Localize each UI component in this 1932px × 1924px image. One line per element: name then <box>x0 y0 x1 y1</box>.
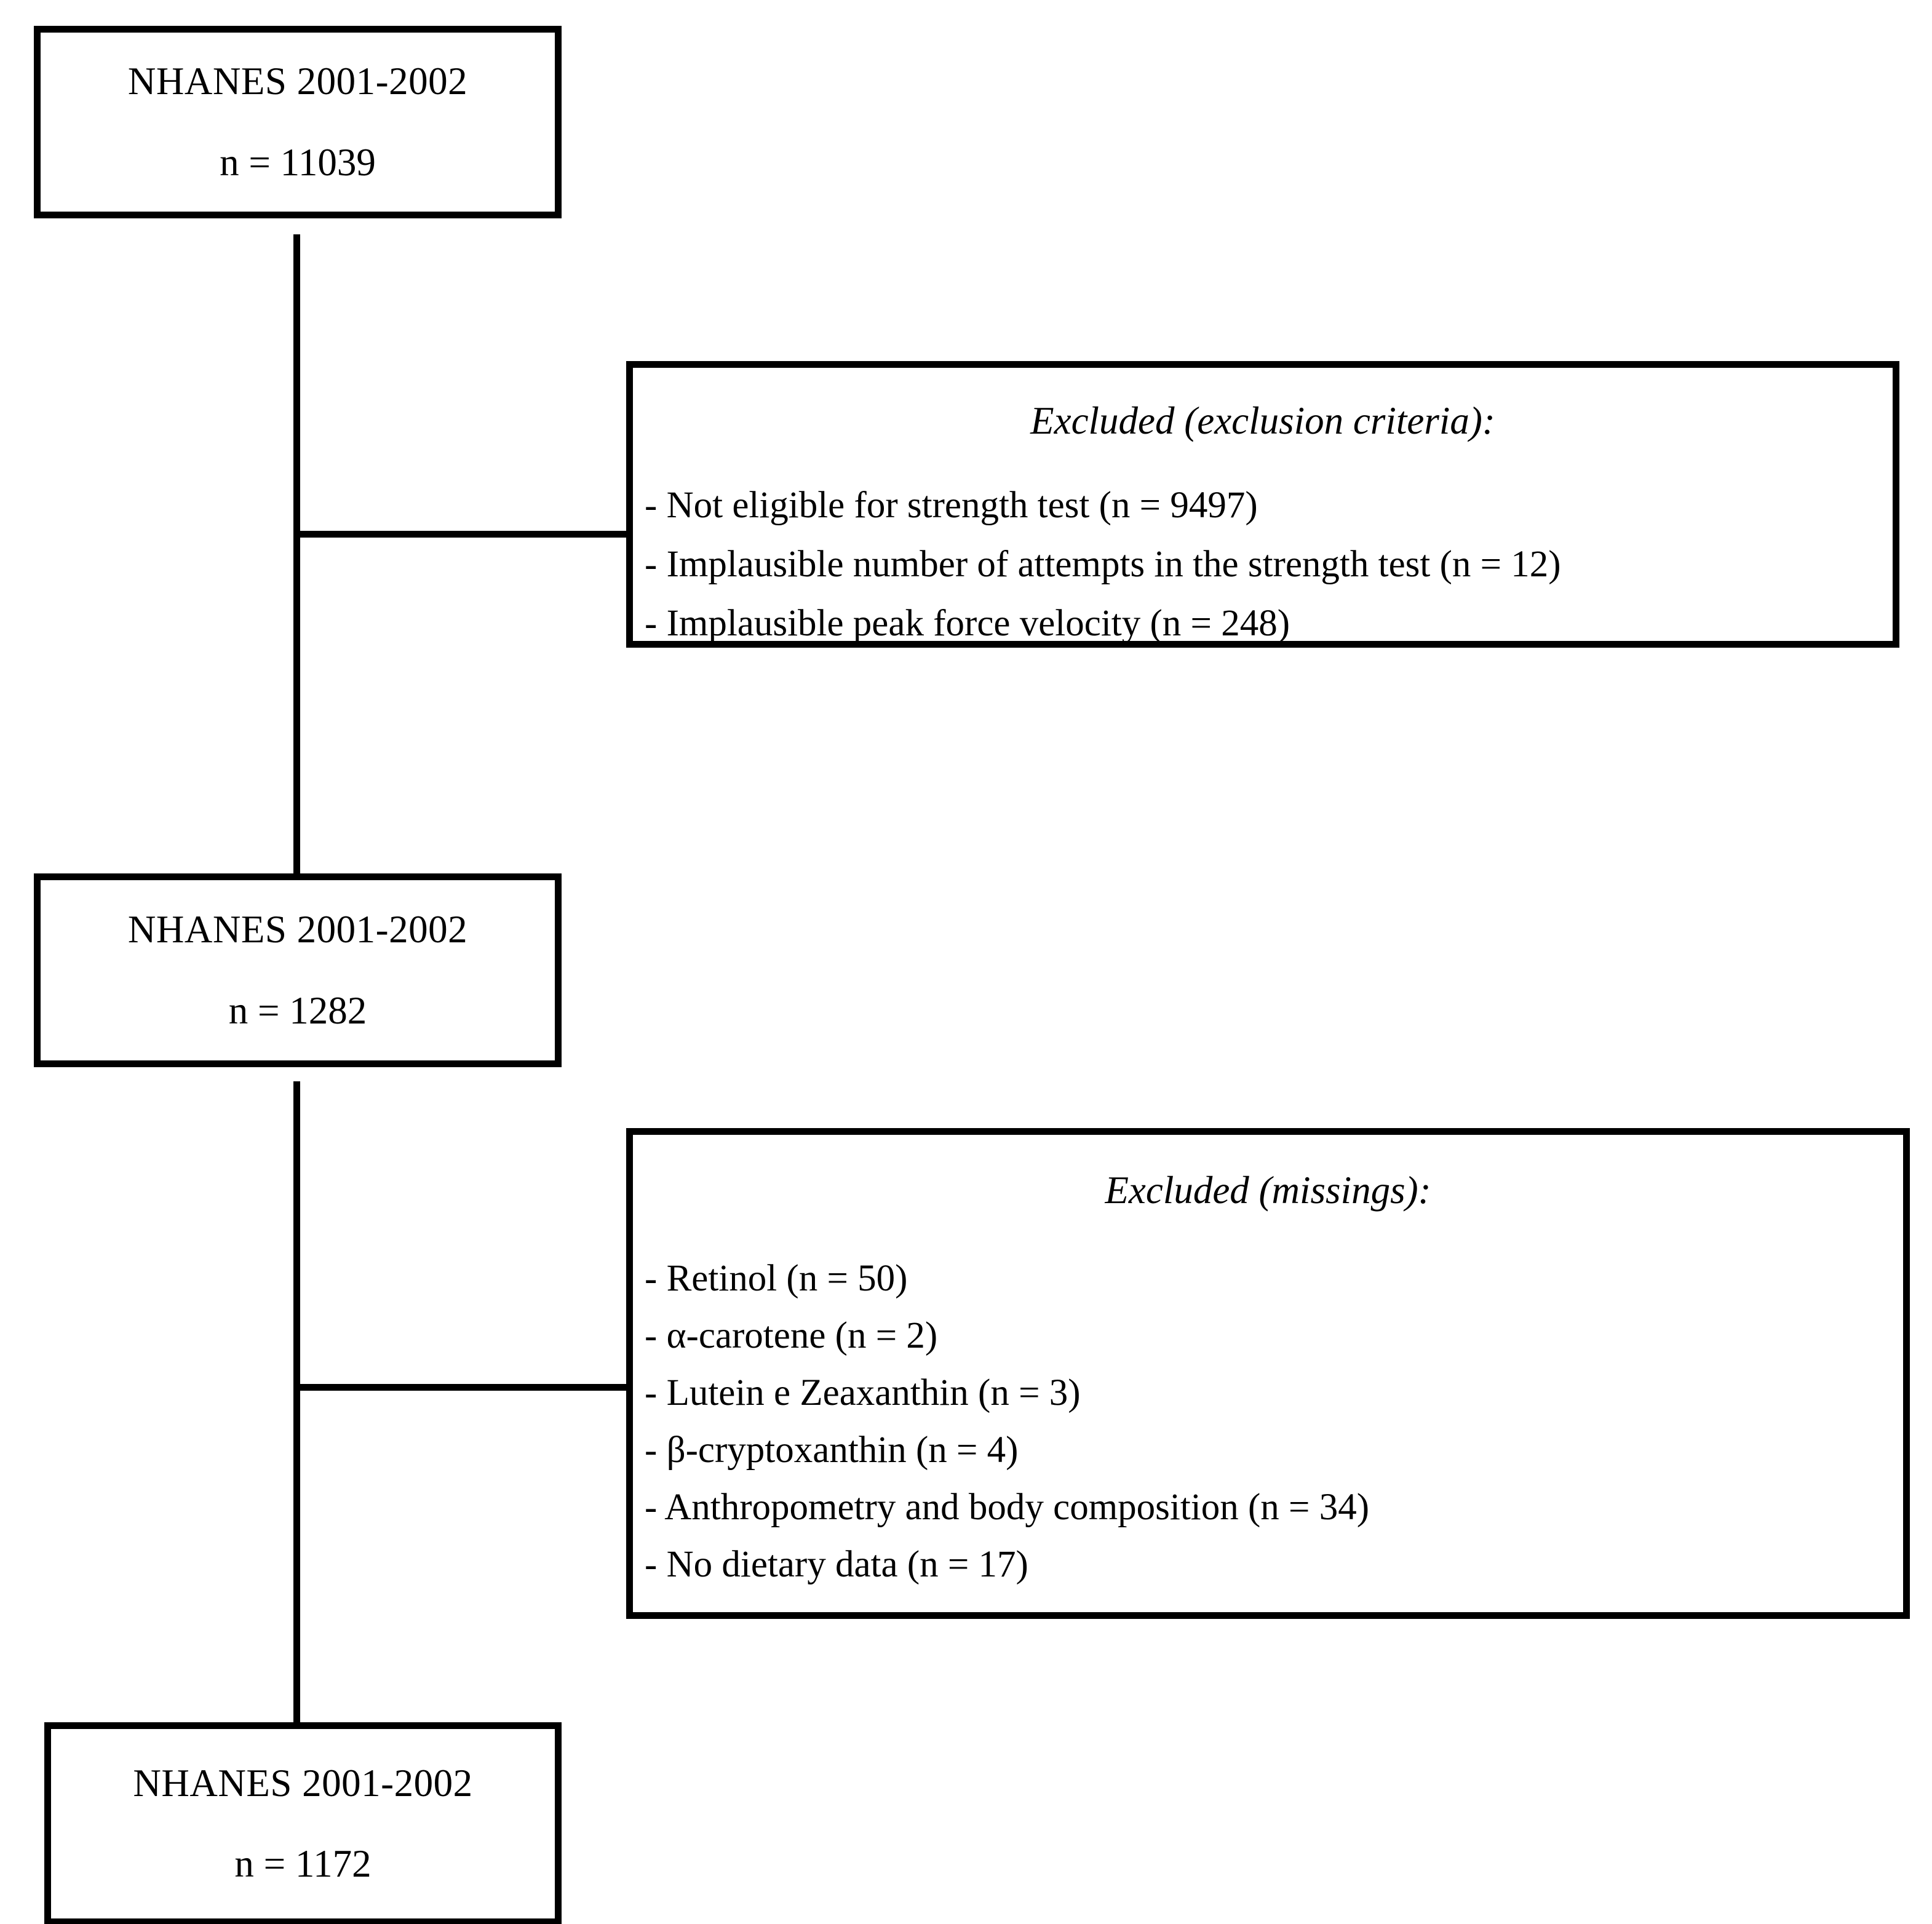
exclusion-criteria-item: - Implausible number of attempts in the … <box>645 544 1561 586</box>
exclusion-missings-item: - Retinol (n = 50) <box>645 1258 908 1300</box>
cohort-box-after-criteria: NHANES 2001-2002 n = 1282 <box>34 873 562 1067</box>
connector-vertical-initial-to-second <box>293 234 300 875</box>
cohort-final-title: NHANES 2001-2002 <box>133 1761 473 1805</box>
exclusion-box-missings: Excluded (missings): - Retinol (n = 50) … <box>626 1128 1910 1619</box>
cohort-after-criteria-title: NHANES 2001-2002 <box>127 908 468 952</box>
exclusion-criteria-item: - Not eligible for strength test (n = 94… <box>645 485 1258 527</box>
exclusion-missings-list: - Retinol (n = 50) - α-carotene (n = 2) … <box>633 1260 1903 1583</box>
exclusion-criteria-list: - Not eligible for strength test (n = 94… <box>633 485 1893 645</box>
exclusion-missings-item: - α-carotene (n = 2) <box>645 1315 938 1357</box>
exclusion-missings-item: - Lutein e Zeaxanthin (n = 3) <box>645 1372 1081 1414</box>
exclusion-criteria-heading: Excluded (exclusion criteria): <box>1030 399 1495 442</box>
cohort-box-initial: NHANES 2001-2002 n = 11039 <box>34 26 562 218</box>
cohort-initial-title: NHANES 2001-2002 <box>127 60 468 103</box>
cohort-after-criteria-count: n = 1282 <box>228 988 367 1032</box>
exclusion-criteria-item: - Implausible peak force velocity (n = 2… <box>645 603 1290 645</box>
connector-branch-to-exclusion-missings <box>293 1384 629 1391</box>
exclusion-box-criteria: Excluded (exclusion criteria): - Not eli… <box>626 361 1899 648</box>
exclusion-missings-heading: Excluded (missings): <box>1105 1169 1431 1212</box>
cohort-box-final: NHANES 2001-2002 n = 1172 <box>44 1722 562 1924</box>
exclusion-missings-item: - No dietary data (n = 17) <box>645 1544 1028 1586</box>
cohort-initial-count: n = 11039 <box>220 140 376 184</box>
connector-branch-to-exclusion-criteria <box>293 531 629 538</box>
connector-vertical-second-to-final <box>293 1081 300 1725</box>
exclusion-missings-item: - β-cryptoxanthin (n = 4) <box>645 1429 1019 1471</box>
cohort-final-count: n = 1172 <box>234 1842 372 1885</box>
exclusion-missings-item: - Anthropometry and body composition (n … <box>645 1487 1370 1528</box>
